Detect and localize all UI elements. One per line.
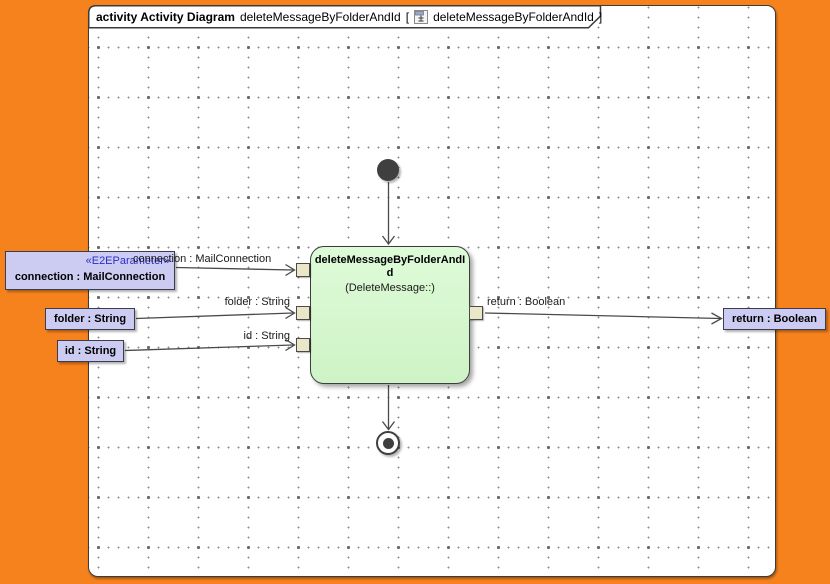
edge-label-folder[interactable]: folder : String [224,296,290,308]
initial-node[interactable] [377,159,399,181]
action-name: deleteMessageByFolderAndId [314,254,466,279]
context-name-label: deleteMessageByFolderAndId [433,10,594,24]
action-node[interactable]: deleteMessageByFolderAndId (DeleteMessag… [310,246,470,384]
parameter-node-folder[interactable]: folder : String [45,308,135,330]
frame-name-tab[interactable]: activity Activity Diagram deleteMessageB… [96,9,602,25]
parameter-node-id[interactable]: id : String [57,340,124,362]
diagram-name-label: deleteMessageByFolderAndId [239,10,401,24]
input-pin-folder[interactable] [296,306,310,320]
action-qualifier: (DeleteMessage::) [345,282,435,294]
bracket-close: ] [598,10,603,24]
input-pin-id[interactable] [296,338,310,352]
activity-final-node[interactable] [376,431,400,455]
parameter-node-return[interactable]: return : Boolean [723,308,826,330]
parameter-name: folder : String [53,313,127,325]
bracket-open: [ [405,10,410,24]
parameter-stereotype: «E2EParameter» [85,255,170,267]
input-pin-connection[interactable] [296,263,310,277]
parameter-name: return : Boolean [732,313,817,325]
activity-diagram-icon [414,10,429,24]
parameter-node-connection[interactable]: «E2EParameter» connection : MailConnecti… [5,251,175,290]
activity-final-dot [382,437,394,449]
parameter-name: id : String [64,345,117,357]
parameter-name: connection : MailConnection [14,271,166,283]
edge-label-return[interactable]: return : Boolean [487,296,566,308]
diagram-kind-label: activity Activity Diagram [96,10,235,24]
output-pin-return[interactable] [469,306,483,320]
edge-label-connection[interactable]: connection : MailConnection [133,253,272,265]
edge-label-id[interactable]: id : String [243,330,290,342]
frame-name-tab-shape[interactable] [88,5,604,30]
